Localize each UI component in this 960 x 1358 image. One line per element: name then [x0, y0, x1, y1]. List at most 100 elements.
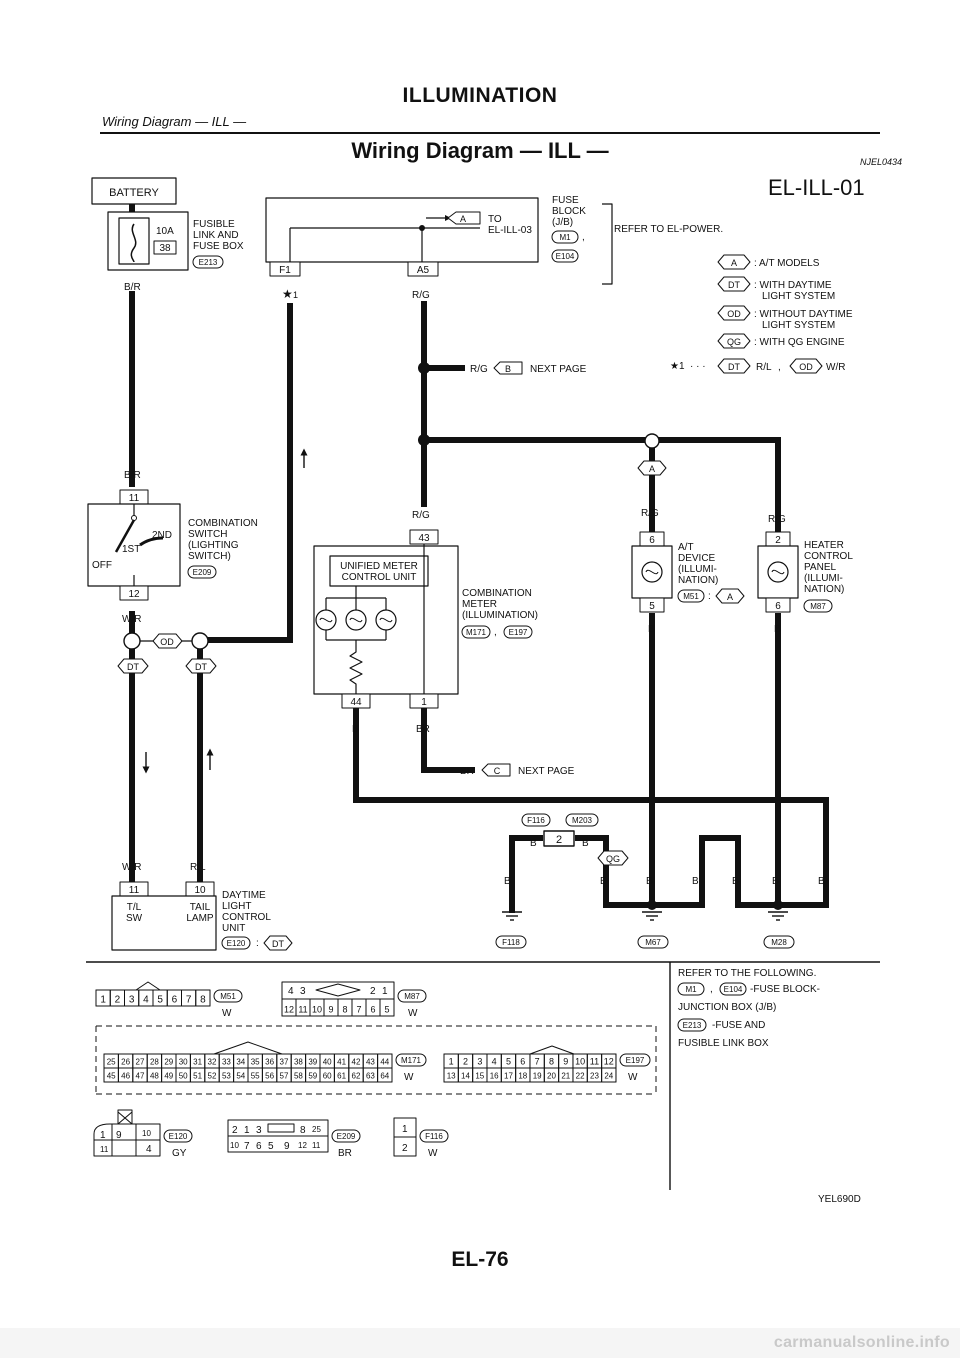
pin-number: 62	[352, 1072, 361, 1081]
pin-number: 59	[308, 1072, 317, 1081]
pin-number: 27	[136, 1058, 145, 1067]
cv-m51-color: W	[222, 1008, 232, 1019]
svg-text:3: 3	[256, 1125, 262, 1136]
pin-number: 10	[575, 1057, 585, 1067]
svg-text:10: 10	[142, 1129, 151, 1138]
heater-4: (ILLUMI-	[804, 573, 843, 584]
meter-box-2: CONTROL UNIT	[342, 572, 417, 583]
pin-number: 14	[461, 1072, 470, 1081]
svg-text:,: ,	[778, 362, 781, 373]
refer-power: REFER TO EL-POWER.	[614, 224, 723, 235]
page-id: EL-ILL-01	[768, 175, 865, 200]
term-11a: 11	[129, 493, 140, 504]
daytime-light-unit: W/R R/L 11 10 T/L SW TAIL LAMP DAYTIME L…	[111, 862, 293, 951]
watermark-bar: carmanualsonline.info	[0, 1328, 960, 1358]
pin-number: 18	[518, 1072, 527, 1081]
conn-m171: M171	[466, 628, 487, 637]
star-od-wire: W/R	[826, 362, 845, 373]
conn-f118: F118	[502, 938, 520, 947]
conn-m51: M51	[683, 592, 699, 601]
cv-m171: M171	[401, 1056, 422, 1065]
pin-number: 12	[604, 1057, 614, 1067]
cv-m87-color: W	[408, 1008, 418, 1019]
pin-number: 45	[107, 1072, 116, 1081]
term-6a: 6	[649, 535, 655, 546]
watermark-text: carmanualsonline.info	[773, 1334, 950, 1351]
pin-number: 26	[121, 1058, 130, 1067]
pin-number: 7	[356, 1005, 361, 1015]
pin-number: 5	[506, 1057, 511, 1067]
term-5: 5	[649, 601, 655, 612]
pin-number: 23	[590, 1072, 599, 1081]
cv-e197-color: W	[628, 1072, 638, 1083]
combo-switch-3: (LIGHTING	[188, 540, 239, 551]
pin-number: 1	[100, 995, 106, 1006]
pin-number: 28	[150, 1058, 159, 1067]
conn-e120: E120	[227, 939, 246, 948]
pin-number: 13	[447, 1072, 456, 1081]
legend-qg: : WITH QG ENGINE	[754, 337, 845, 348]
legend: A : A/T MODELS DT : WITH DAYTIME LIGHT S…	[670, 254, 853, 374]
fusible-link-box: 10A 38 FUSIBLE LINK AND FUSE BOX E213 B/…	[107, 204, 244, 293]
svg-text:★: ★	[282, 287, 293, 301]
fuse-block: A TO EL-ILL-03 FUSE BLOCK (J/B) M1 , E10…	[265, 195, 723, 301]
svg-text:25: 25	[312, 1125, 321, 1134]
term-43: 43	[418, 533, 430, 544]
wire-rg-top: R/G	[412, 290, 430, 301]
svg-text:OD: OD	[727, 309, 741, 319]
cv-e197: E197	[626, 1056, 645, 1065]
refer-fusible: FUSIBLE LINK BOX	[678, 1038, 769, 1049]
pin-number: 4	[143, 995, 149, 1006]
refer-fuse-and: -FUSE AND	[712, 1020, 765, 1031]
legend-dt-2: LIGHT SYSTEM	[762, 291, 835, 302]
pin-number: 7	[186, 995, 192, 1006]
page-number: EL-76	[451, 1248, 509, 1271]
cv-e120-color: GY	[172, 1148, 187, 1159]
pin-cell	[379, 998, 395, 1017]
star-dt-wire: R/L	[756, 362, 772, 373]
pin-number: 21	[561, 1072, 570, 1081]
pin-number: 43	[366, 1058, 375, 1067]
svg-text:10: 10	[230, 1141, 239, 1150]
header-rule	[100, 132, 880, 134]
svg-text:DT: DT	[728, 280, 740, 290]
pin-number: 8	[549, 1057, 554, 1067]
ground-area: F116 M203 2 B B QG B B B B B B B F118 M6…	[495, 813, 825, 949]
next-page-c: BR C NEXT PAGE	[460, 763, 575, 777]
svg-text::: :	[256, 938, 259, 949]
page-header: ILLUMINATION Wiring Diagram — ILL —	[0, 0, 960, 140]
pin-number: 2	[115, 995, 121, 1006]
conn-m67: M67	[645, 938, 661, 947]
svg-text:8: 8	[300, 1125, 306, 1136]
pin-number: 3	[477, 1057, 482, 1067]
wire-rl-bot: R/L	[190, 862, 206, 873]
svg-text:4: 4	[146, 1144, 152, 1155]
svg-text:DT: DT	[195, 662, 207, 672]
daytime-2: LIGHT	[222, 901, 251, 912]
pin-number: 31	[193, 1058, 202, 1067]
wire-wr-bot: W/R	[122, 862, 141, 873]
cv-e120: E120	[169, 1132, 188, 1141]
pin-number: 25	[107, 1058, 116, 1067]
pin-number: 1	[449, 1057, 454, 1067]
wire-br-c: BR	[460, 766, 474, 777]
pin-number: 6	[370, 1005, 375, 1015]
diagram-title: Wiring Diagram — ILL —	[351, 138, 608, 163]
daytime-4: UNIT	[222, 923, 245, 934]
svg-text:6: 6	[256, 1141, 262, 1152]
meter-box-1: UNIFIED METER	[340, 561, 418, 572]
star-dots: · · ·	[690, 361, 706, 372]
svg-text:B: B	[582, 838, 589, 849]
pin-number: 22	[576, 1072, 585, 1081]
pin-number: 16	[490, 1072, 499, 1081]
wire-rg-b: R/G	[470, 364, 488, 375]
pin-number: 11	[590, 1057, 599, 1067]
pin-number: 51	[193, 1072, 202, 1081]
conn-e197: E197	[509, 628, 528, 637]
pin-number: 24	[604, 1072, 613, 1081]
svg-text:12: 12	[298, 1141, 307, 1150]
svg-text:QG: QG	[606, 854, 620, 864]
conn-m1: M1	[559, 233, 571, 242]
pin-number: 19	[533, 1072, 542, 1081]
